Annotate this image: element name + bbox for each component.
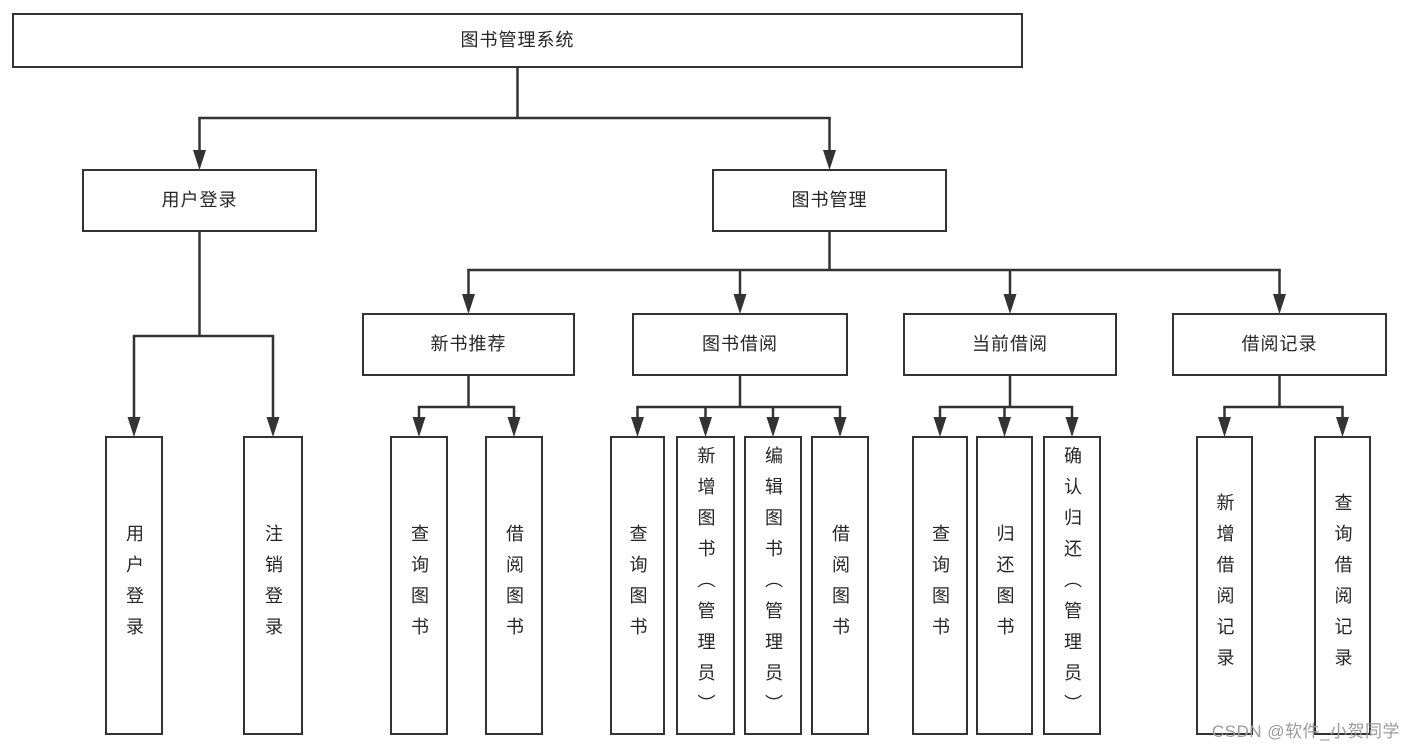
node-borrowing-records: 借阅记录 [1172, 313, 1387, 376]
node-book-management: 图书管理 [712, 169, 947, 232]
node-leaf-query-borrow-record: 查询借阅记录 [1314, 436, 1371, 735]
node-user-login: 用户登录 [82, 169, 317, 232]
watermark: CSDN @软件_小贺同学 [1211, 722, 1400, 741]
node-leaf-query-books-1: 查询图书 [390, 436, 448, 735]
node-leaf-return-books: 归还图书 [976, 436, 1033, 735]
node-leaf-borrow-books-2: 借阅图书 [811, 436, 869, 735]
node-leaf-query-books-3: 查询图书 [912, 436, 968, 735]
node-leaf-add-books: 新增图书（管理员） [676, 436, 735, 735]
node-leaf-borrow-books-1: 借阅图书 [485, 436, 543, 735]
node-leaf-confirm-return: 确认归还（管理员） [1043, 436, 1101, 735]
node-leaf-edit-books: 编辑图书（管理员） [744, 436, 802, 735]
node-current-borrowing: 当前借阅 [903, 313, 1117, 376]
node-leaf-logout: 注销登录 [243, 436, 303, 735]
node-book-borrowing: 图书借阅 [632, 313, 848, 376]
node-root: 图书管理系统 [12, 13, 1023, 68]
node-leaf-user-login: 用户登录 [105, 436, 163, 735]
node-new-book-recommend: 新书推荐 [362, 313, 575, 376]
node-leaf-add-borrow-record: 新增借阅记录 [1196, 436, 1253, 735]
node-leaf-query-books-2: 查询图书 [610, 436, 665, 735]
